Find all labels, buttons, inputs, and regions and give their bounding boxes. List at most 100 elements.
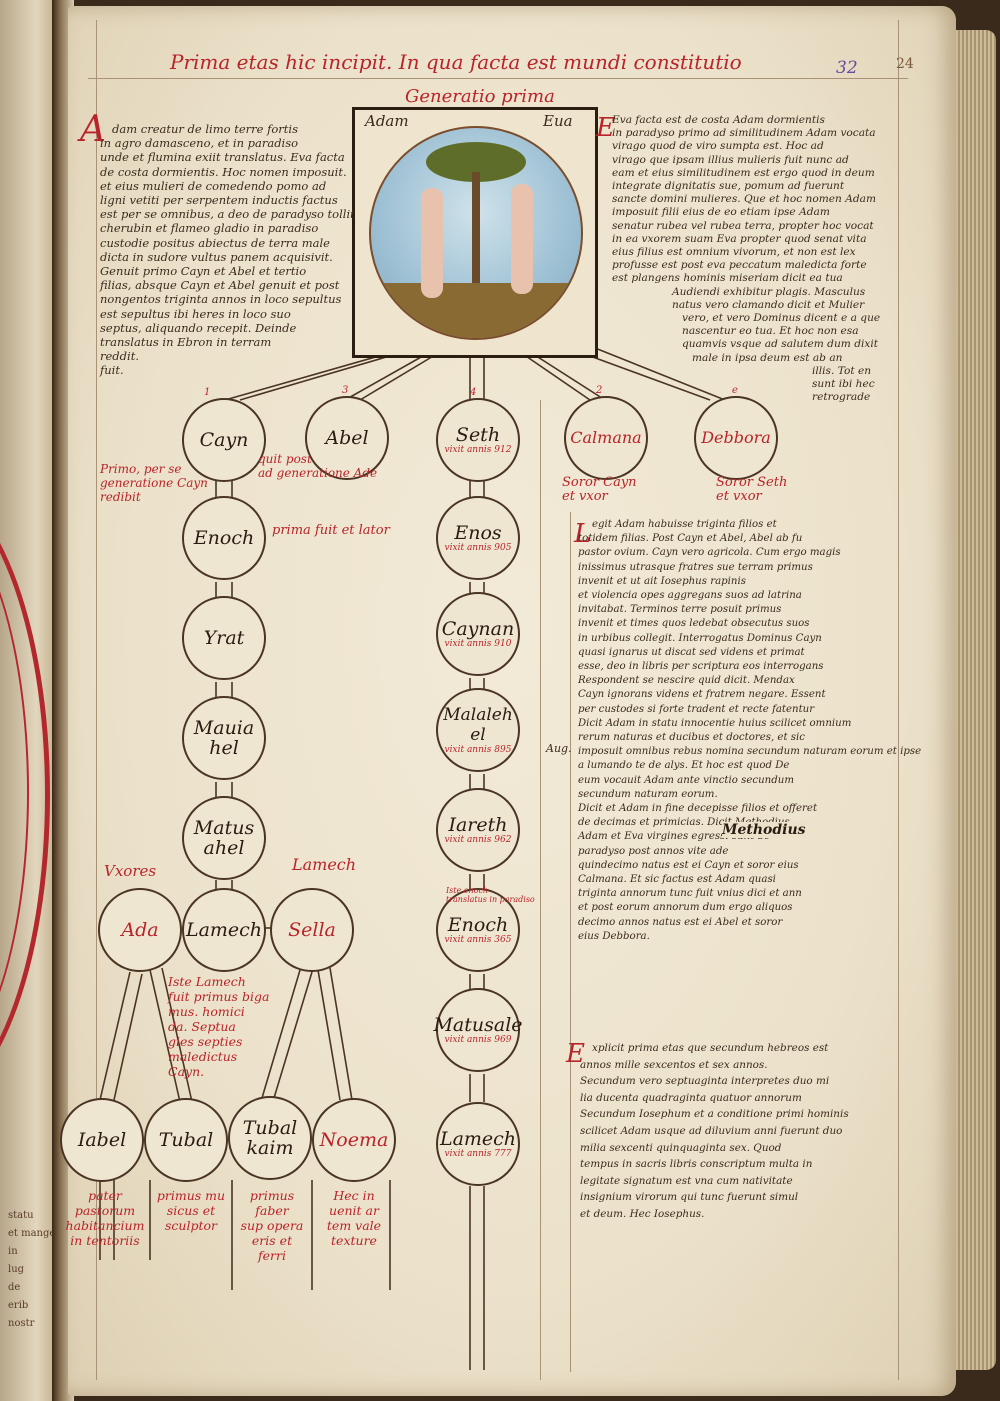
- node-name: Calmana: [570, 428, 642, 447]
- facing-margin-text: statu: [8, 1210, 34, 1221]
- enoch-note: prima fuit et lator: [272, 523, 390, 538]
- initial-l: L: [574, 519, 592, 549]
- node-enoch-cayn: Enoch: [182, 496, 266, 580]
- node-age: vixit annis 969: [444, 1034, 512, 1045]
- node-name: Caynan: [441, 617, 515, 640]
- text-line: invenit et ut ait Iosephus rapinis: [578, 575, 746, 587]
- note-line: pater pastorum: [74, 1188, 136, 1218]
- ruling-line: [96, 20, 97, 1380]
- text-line: est plangens hominis miseriam dicit ea t…: [612, 272, 843, 285]
- text-line: Secundum Iosephum et a conditione primi …: [580, 1108, 849, 1121]
- note-line: quit post: [258, 452, 312, 466]
- note-line: sup opera: [240, 1218, 304, 1233]
- text-line: virago quod de viro sumpta est. Hoc ad: [612, 140, 824, 153]
- text-line: fuit.: [100, 363, 124, 378]
- text-line: eius filius est omnium vivorum, et non e…: [612, 246, 856, 259]
- node-cayn: Cayn: [182, 398, 266, 482]
- text-line: invitabat. Terminos terre posuit primus: [578, 604, 782, 616]
- text-line: quamvis vsque ad salutem dum dixit: [682, 338, 878, 351]
- noema-description: Hec in uenit ar tem vale texture: [316, 1188, 392, 1248]
- node-name: Noema: [319, 1129, 389, 1151]
- node-mauiahel: Mauiahel: [182, 696, 266, 780]
- node-yrat: Yrat: [182, 596, 266, 680]
- node-number: e: [732, 385, 738, 396]
- note-line: fuit primus biga: [168, 989, 270, 1004]
- text-line: unde et flumina exiit translatus. Eva fa…: [100, 150, 345, 165]
- ruling-line: [570, 512, 571, 1372]
- node-number: 2: [596, 385, 603, 396]
- folio-number-alt: 24: [896, 56, 914, 72]
- text-line: tempus in sacris libris conscriptum mult…: [580, 1158, 813, 1171]
- iabel-description: pater pastorum habitancium in tentoriis: [60, 1188, 150, 1248]
- node-age: vixit annis 365: [444, 934, 512, 945]
- text-line: est sepultus ibi heres in loco suo: [100, 306, 291, 321]
- text-line: ligni vetiti per serpentem inductis fact…: [100, 193, 338, 208]
- adam-label: Adam: [365, 112, 409, 130]
- text-line: pastor ovium. Cayn vero agricola. Cum er…: [578, 547, 841, 559]
- initial-e: E: [596, 113, 615, 143]
- text-line: est per se omnibus, a deo de paradyso to…: [100, 207, 355, 222]
- commentary-block: egit Adam habuisse triginta filios et to…: [578, 518, 921, 944]
- text-line: per custodes si forte tradent et recte f…: [578, 703, 815, 715]
- text-line: cherubin et flameo gladio in paradiso: [100, 221, 319, 236]
- note-line: Primo, per se: [100, 462, 182, 476]
- text-line: decimo annos natus est ei Abel et soror: [578, 916, 783, 928]
- note-line: Soror Cayn: [562, 475, 637, 490]
- node-age: vixit annis 962: [444, 834, 512, 845]
- node-age: vixit annis 905: [444, 542, 512, 553]
- node-name: Enoch: [447, 913, 509, 936]
- node-lamech-cayn: Lamech: [182, 888, 266, 972]
- note-line: Iste Lamech: [168, 974, 246, 989]
- tubalkaim-description: primus faber sup opera eris et ferri: [234, 1188, 310, 1263]
- adam-text-block: dam creatur de limo terre fortis in agro…: [100, 122, 355, 378]
- text-line: male in ipsa deum est ab an: [692, 351, 843, 364]
- text-line: et post eorum annorum dum ergo aliquos: [578, 902, 793, 914]
- text-line: Respondent se nescire quid dicit. Mendax: [578, 675, 795, 687]
- text-line: imposuit filii eius de eo etiam ipse Ada…: [612, 206, 830, 219]
- text-line: insignium virorum qui tunc fuerunt simul: [580, 1191, 799, 1204]
- text-line: integrate dignitatis sue, pomum ad fueru…: [612, 180, 845, 193]
- text-line: annos mille sexcentos et sex annos.: [580, 1058, 768, 1071]
- eve-text-block: Eva facta est de costa Adam dormientis i…: [612, 114, 892, 404]
- initial-a: A: [80, 109, 106, 150]
- text-line: in agro damasceno, et in paradiso: [100, 136, 299, 151]
- note-line: et vxor: [562, 489, 608, 504]
- node-matusahel: Matusahel: [182, 796, 266, 880]
- note-line: in tentoriis: [70, 1233, 140, 1248]
- debbora-note: Soror Seth et vxor: [716, 476, 787, 504]
- node-tubal: Tubal: [144, 1098, 228, 1182]
- text-line: dicta in sudore vultus panem acquisivit.: [100, 249, 333, 264]
- text-line: rerum naturas et ducibus et doctores, et…: [578, 732, 805, 744]
- initial-e-explicit: E: [566, 1039, 585, 1069]
- explicit-block: xplicit prima etas que secundum hebreos …: [580, 1040, 890, 1223]
- note-line: et vxor: [716, 489, 762, 504]
- node-age: vixit annis 910: [444, 638, 512, 649]
- ruling-line: [540, 400, 541, 1380]
- text-line: in paradyso primo ad similitudinem Adam …: [612, 127, 876, 140]
- text-line: quasi ignarus ut discat sed videns et pr…: [578, 646, 805, 658]
- lamech-label: Lamech: [292, 855, 357, 874]
- note-line: ferri: [258, 1248, 286, 1263]
- text-line: retrograde: [812, 391, 871, 404]
- note-line: sculptor: [165, 1218, 217, 1233]
- node-debbora: Debbora: [694, 396, 778, 480]
- text-line: septus, aliquando recepit. Deinde: [100, 320, 297, 335]
- ruling-line: [898, 20, 899, 1380]
- folio-number: 32: [836, 58, 858, 78]
- node-name: Mauiahel: [193, 717, 255, 759]
- text-line: egit Adam habuisse triginta filios et: [592, 519, 777, 530]
- uxores-label: Vxores: [104, 862, 157, 880]
- text-line: secundum naturam eorum.: [578, 788, 718, 800]
- ground: [371, 283, 581, 338]
- note-line: translatus in paradiso: [446, 895, 535, 904]
- text-line: virago que ipsam illius mulieris fuit nu…: [612, 153, 849, 166]
- text-line: sunt ibi hec: [812, 378, 875, 391]
- text-line: paradyso post annos vite ade: [578, 845, 729, 857]
- facing-page: statu et mange in lug de erib nostr: [0, 0, 52, 1401]
- text-line: Audiendi exhibitur plagis. Masculus: [672, 285, 866, 298]
